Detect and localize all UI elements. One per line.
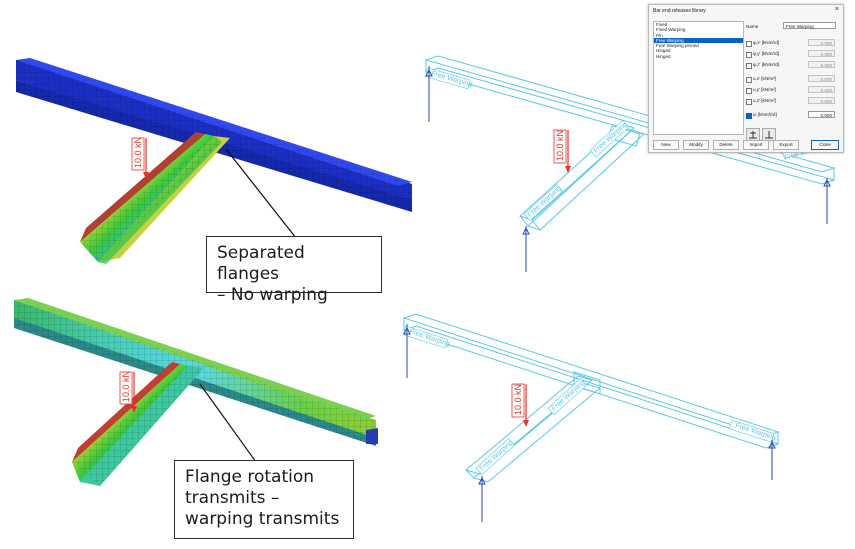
load-value-label: 10.0 kN [121, 371, 131, 402]
import-button[interactable]: Import [743, 140, 769, 150]
new-button[interactable]: New [653, 140, 679, 150]
section-fixed-icon[interactable] [762, 128, 776, 141]
param-row-phi-y: φ,y' [kNm/rd] 0.000 [746, 50, 838, 58]
bar-end-releases-dialog: Bar end releases library × Fixed Fixed W… [648, 4, 844, 153]
param-checkbox[interactable] [746, 40, 752, 47]
list-item[interactable]: Pin [656, 32, 663, 38]
param-row-phi-z: φ,z' [kNm/rd] 0.000 [746, 61, 838, 69]
release-type-list[interactable]: Fixed Fixed Warping Pin Free Warping Fre… [653, 21, 744, 135]
list-item-selected[interactable]: Free Warping [654, 37, 743, 44]
list-item[interactable]: Free Warping pinned [656, 43, 699, 49]
param-value-field[interactable]: 0.000 [808, 111, 835, 118]
param-row-warping: ω [kNm³/rd] 0.000 [746, 111, 838, 119]
load-arrow-bottom-right: 10.0 kN [511, 383, 529, 427]
param-row-phi-x: φ,x' [kNm/rd] 0.000 [746, 39, 838, 47]
list-item[interactable]: Hinged [656, 53, 671, 59]
callout-flange-rotation: Flange rotation transmits – warping tran… [174, 460, 354, 539]
svg-text:10.0 kN: 10.0 kN [513, 384, 523, 415]
param-label: φ,y' [kNm/rd] [753, 51, 780, 56]
param-label: φ,z' [kNm/rd] [753, 62, 780, 67]
leader-line-bottom [199, 383, 257, 463]
param-value-field[interactable]: 0.000 [808, 39, 835, 46]
param-checkbox-checked[interactable] [746, 112, 752, 119]
close-button[interactable]: Close [811, 140, 839, 150]
param-label: ω [kNm³/rd] [753, 112, 777, 117]
modify-button[interactable]: Modify [683, 140, 709, 150]
export-button[interactable]: Export [773, 140, 799, 150]
callout-line: warping transmits [185, 509, 340, 529]
dialog-title: Bar end releases library [653, 8, 706, 14]
param-value-field[interactable]: 0.000 [808, 86, 835, 93]
param-row-u-y: u,y' [kN/m²] 0.000 [746, 86, 838, 94]
svg-text:10.0 kN: 10.0 kN [555, 130, 565, 161]
name-input[interactable]: Free Warping [783, 22, 836, 29]
param-label: φ,x' [kNm/rd] [753, 40, 780, 45]
callout-line: Flange rotation [185, 467, 315, 487]
load-value-label: 10.0 kN [133, 137, 143, 168]
delete-button[interactable]: Delete [713, 140, 739, 150]
beam-model-top-left [16, 58, 412, 264]
param-checkbox[interactable] [746, 51, 752, 58]
param-row-u-z: u,z' [kN/m²] 0.000 [746, 97, 838, 105]
list-item[interactable]: Hinged [656, 48, 671, 54]
close-icon[interactable]: × [834, 6, 839, 13]
param-label: u,x' [kN/m²] [753, 76, 777, 81]
load-arrow-bottom-left: 10.0 kN [119, 371, 137, 413]
param-checkbox[interactable] [746, 87, 752, 94]
supports-top-right [425, 66, 831, 272]
wireframe-model-bottom-right [402, 313, 780, 483]
supports-bottom-right [403, 324, 776, 522]
param-value-field[interactable]: 0.000 [808, 61, 835, 68]
callout-separated-flanges: Separated flanges – No warping [206, 236, 382, 305]
list-item[interactable]: Fixed [656, 22, 668, 27]
load-arrow-top-left: 10.0 kN [131, 137, 149, 179]
param-checkbox[interactable] [746, 98, 752, 105]
load-arrow-top-right: 10.0 kN [553, 129, 571, 173]
param-label: u,z' [kN/m²] [753, 98, 777, 103]
param-checkbox[interactable] [746, 76, 752, 83]
name-label: Name [746, 24, 759, 29]
list-item[interactable]: Fixed Warping [656, 27, 686, 33]
param-value-field[interactable]: 0.000 [808, 75, 835, 82]
param-checkbox[interactable] [746, 62, 752, 69]
param-label: u,y' [kN/m²] [753, 87, 777, 92]
leader-line-top [225, 148, 297, 239]
callout-line: – No warping [217, 285, 328, 305]
beam-model-bottom-left [14, 298, 378, 486]
param-row-u-x: u,x' [kN/m²] 0.000 [746, 75, 838, 83]
param-value-field[interactable]: 0.000 [808, 97, 835, 104]
callout-line: Separated flanges [217, 243, 305, 284]
callout-line: transmits – [185, 488, 280, 508]
param-value-field[interactable]: 0.000 [808, 50, 835, 57]
